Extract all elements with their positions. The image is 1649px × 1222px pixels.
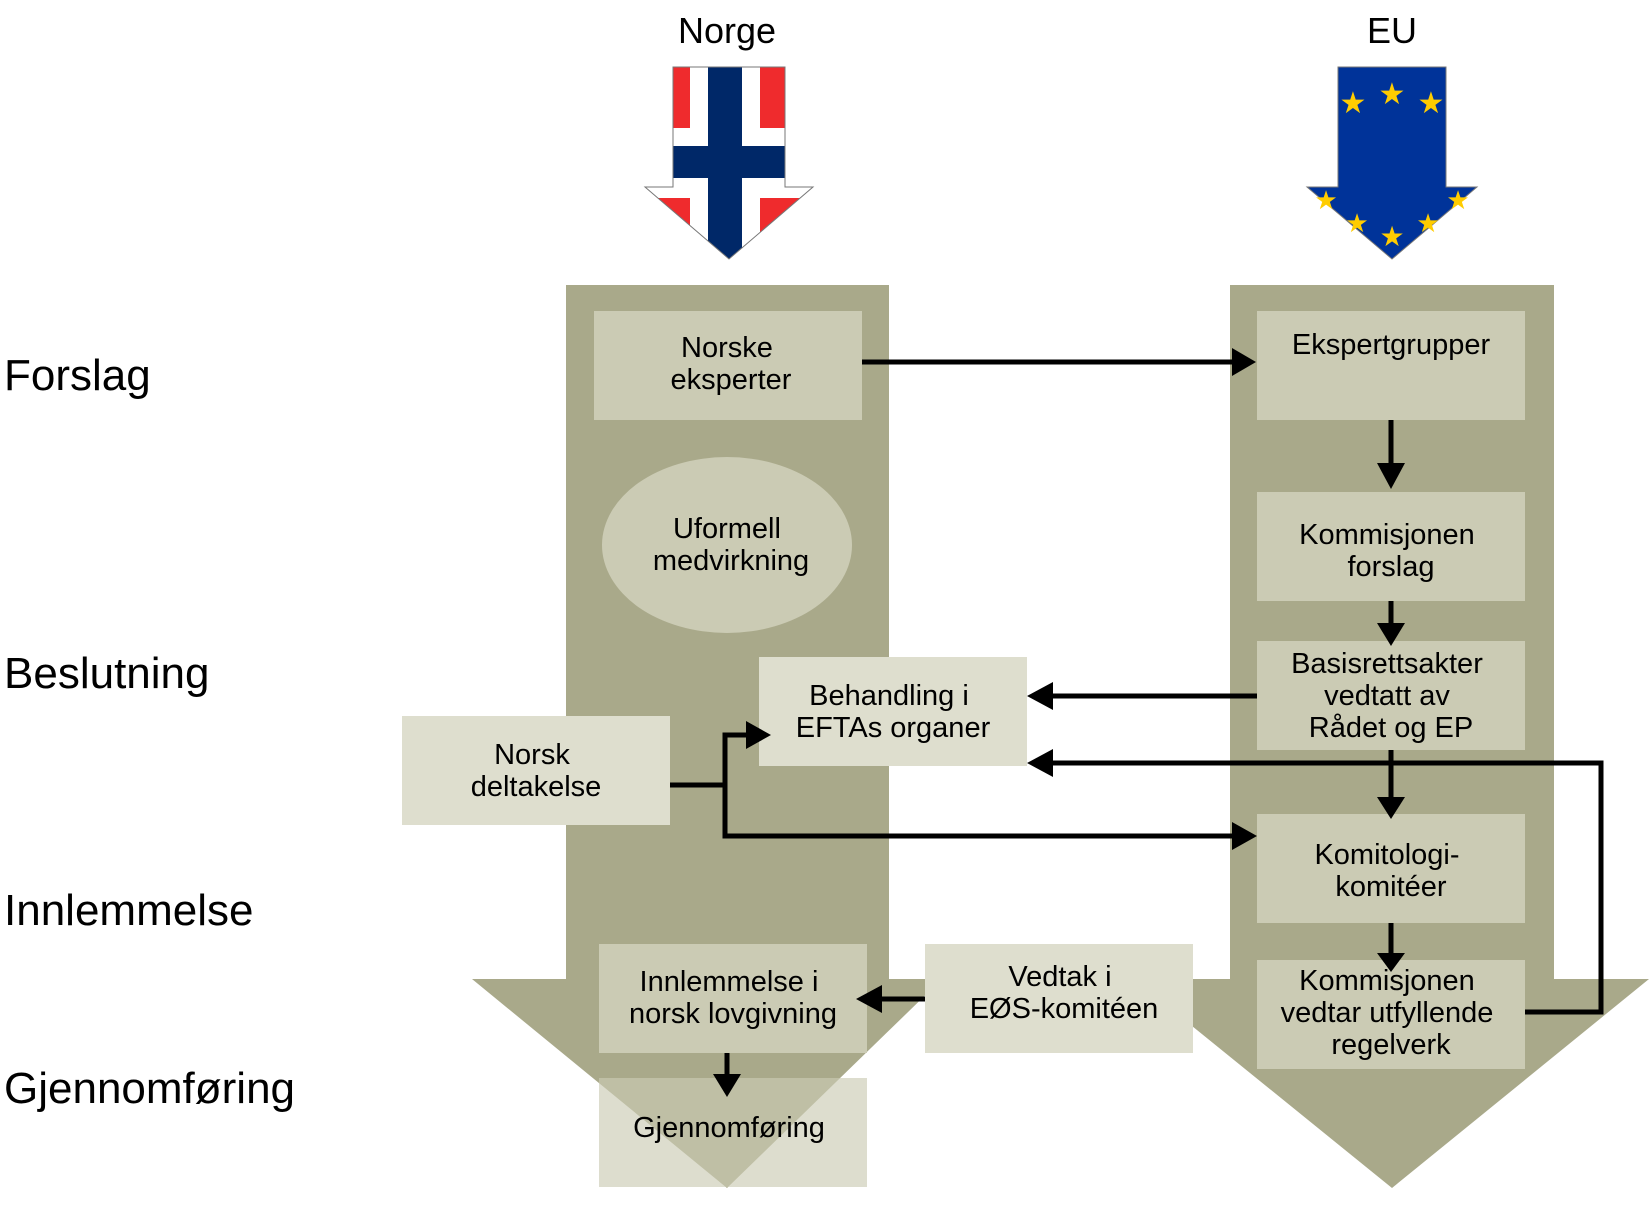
box-komitologi-text: Komitologi- komitéer bbox=[1314, 839, 1467, 903]
arrowhead-icon bbox=[1377, 953, 1405, 972]
box-basisrettsakter-text: Basisrettsakter vedtatt av Rådet og EP bbox=[1291, 648, 1491, 744]
arrowhead-icon bbox=[1377, 623, 1405, 646]
arrowhead-icon bbox=[713, 1074, 741, 1097]
norway-flag-arrow-outline bbox=[643, 66, 815, 260]
stage-label-innlemmelse: Innlemmelse bbox=[4, 886, 253, 935]
box-kommisjonen-forslag bbox=[1257, 492, 1525, 601]
box-norsk-deltakelse-text: Norsk deltakelse bbox=[471, 739, 602, 803]
box-innlemmelse bbox=[599, 944, 867, 1053]
box-komitologi bbox=[1257, 814, 1525, 923]
eu-flag-arrow-outline bbox=[1305, 66, 1479, 260]
arrowhead-icon bbox=[1027, 682, 1053, 710]
arrowhead-icon bbox=[746, 721, 771, 749]
eu-star-icon: ★ bbox=[1416, 209, 1439, 239]
norway-flag-arrow-icon bbox=[643, 66, 815, 260]
box-norske-eksperter-text: Norske eksperter bbox=[671, 332, 792, 396]
box-ekspertgrupper-text: Ekspertgrupper bbox=[1292, 329, 1491, 361]
norway-flag-blue-cross-horizontal bbox=[645, 146, 813, 178]
eu-column-title: EU bbox=[1367, 10, 1417, 51]
eu-star-icon: ★ bbox=[1446, 186, 1469, 216]
arrowhead-icon bbox=[1232, 348, 1256, 376]
arrowhead-icon bbox=[1232, 822, 1257, 850]
stage-label-forslag: Forslag bbox=[4, 351, 151, 400]
eu-star-icon: ★ bbox=[1345, 209, 1368, 239]
eu-star-icon: ★ bbox=[1379, 77, 1406, 112]
arrow-norsk-deltakelse-to-komitologi bbox=[722, 785, 1232, 839]
box-ekspertgrupper bbox=[1257, 311, 1525, 420]
stage-label-gjennomforing: Gjennomføring bbox=[4, 1064, 295, 1113]
norway-column-title: Norge bbox=[678, 10, 776, 51]
box-norsk-deltakelse bbox=[402, 716, 670, 825]
eu-star-icon: ★ bbox=[1340, 86, 1367, 121]
box-kommisjonen-vedtar bbox=[1257, 960, 1525, 1069]
eu-star-icon: ★ bbox=[1314, 186, 1337, 216]
box-kommisjonen-forslag-text: Kommisjonen forslag bbox=[1299, 519, 1483, 583]
box-gjennomforing-text: Gjennomføring bbox=[633, 1112, 825, 1144]
box-kommisjonen-vedtar-text: Kommisjonen vedtar utfyllende regelverk bbox=[1281, 965, 1502, 1061]
arrow-norsk-deltakelse-to-efta bbox=[670, 732, 747, 788]
arrowhead-icon bbox=[1027, 749, 1053, 777]
stage-label-beslutning: Beslutning bbox=[4, 649, 209, 698]
box-behandling-efta-text: Behandling i EFTAs organer bbox=[796, 680, 991, 744]
arrowhead-icon bbox=[1377, 463, 1405, 489]
ellipse-uformell-medvirkning bbox=[602, 457, 852, 633]
eu-flag-arrow-icon: ★ ★ ★ ★ ★ ★ ★ ★ bbox=[1305, 66, 1479, 260]
box-gjennomforing bbox=[599, 1078, 867, 1187]
box-norske-eksperter bbox=[594, 311, 862, 420]
ellipse-uformell-medvirkning-text: Uformell medvirkning bbox=[653, 513, 809, 577]
box-vedtak-eos bbox=[925, 944, 1193, 1053]
box-innlemmelse-text: Innlemmelse i norsk lovgivning bbox=[629, 966, 837, 1030]
box-behandling-efta bbox=[759, 657, 1027, 766]
box-basisrettsakter bbox=[1257, 641, 1525, 750]
eu-star-icon: ★ bbox=[1418, 86, 1445, 121]
arrowhead-icon bbox=[1377, 797, 1405, 819]
arrow-kommisjonen-vedtar-to-efta bbox=[1053, 760, 1604, 1015]
eu-star-icon: ★ bbox=[1379, 220, 1404, 253]
arrowhead-icon bbox=[856, 985, 882, 1013]
box-vedtak-eos-text: Vedtak i EØS-komitéen bbox=[970, 961, 1159, 1025]
